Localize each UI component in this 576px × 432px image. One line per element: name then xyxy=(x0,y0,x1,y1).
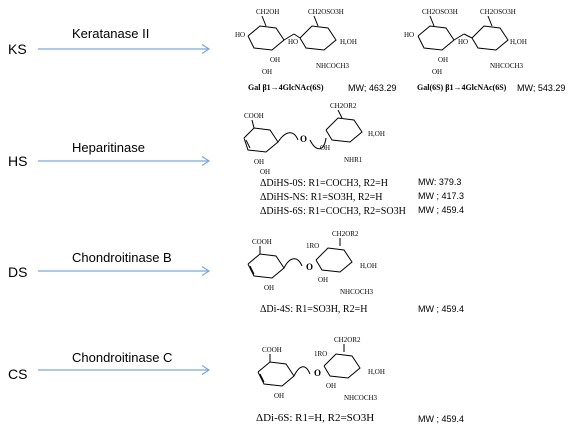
gag-label-ks: KS xyxy=(8,41,27,57)
hs-label-cooh: COOH xyxy=(244,112,264,120)
hs-label-oh2: OH xyxy=(320,144,330,152)
hs-mw-0s: MW: 379.3 xyxy=(418,177,462,187)
ds-product-4s: ΔDi-4S: R1=SO3H, R2=H xyxy=(260,304,368,315)
ks-structure-1: CH2OH CH2OSO3H HO OH HO H,OH OH NHCOCH3 xyxy=(235,8,357,76)
ds-label-ch2: CH2OR2 xyxy=(332,230,359,238)
ks2-label-e: HO xyxy=(458,38,468,46)
ks-mw-1: MW; 463.29 xyxy=(348,83,397,93)
arrow-cs xyxy=(38,364,211,376)
enzyme-label-heparitinase: Heparitinase xyxy=(72,140,145,155)
cs-product-6s: ΔDi-6S: R1=H, R2=SO3H xyxy=(256,412,375,424)
ds-label-cooh: COOH xyxy=(252,238,272,246)
hs-mw-ns: MW ; 417.3 xyxy=(418,191,465,201)
gag-label-hs: HS xyxy=(8,153,28,169)
hs-product-ns: ΔDiHS-NS: R1=SO3H, R2=H xyxy=(260,192,383,203)
ds-label-nh: NHCOCH3 xyxy=(340,288,374,296)
ks-caption-1: Gal β1→4GlcNAc(6S) xyxy=(248,83,324,92)
hs-label-o: O xyxy=(300,134,307,144)
cs-label-ro: 1RO xyxy=(314,350,327,358)
ks-mw-2: MW; 543.29 xyxy=(517,83,566,93)
enzyme-label-keratanase: Keratanase II xyxy=(72,26,150,41)
cs-label-oh: OH xyxy=(274,392,284,400)
ks1-label-c: HO xyxy=(235,31,245,39)
ks1-label-a: CH2OH xyxy=(256,8,279,16)
enzyme-label-chondroitinase-b: Chondroitinase B xyxy=(72,250,172,265)
hs-label-hoh: H,OH xyxy=(368,130,385,138)
ks2-label-a: CH2OSO3H xyxy=(422,8,458,16)
ks-caption-2: Gal(6S) β1→4GlcNAc(6S) xyxy=(417,83,507,92)
ks2-label-b: CH2OSO3H xyxy=(480,8,516,16)
hs-label-nhr: NHR1 xyxy=(344,156,363,164)
arrow-ks xyxy=(38,43,211,55)
cs-label-oh2: OH xyxy=(326,382,336,390)
ks2-label-f: H,OH xyxy=(510,38,527,46)
ks1-label-g: OH xyxy=(262,68,272,76)
cs-label-ch2: CH2OR2 xyxy=(334,336,361,344)
cs-label-cooh: COOH xyxy=(262,346,282,354)
arrow-ds xyxy=(38,265,211,277)
ds-label-oh2: OH xyxy=(318,276,328,284)
hs-label-ch2: CH2OR2 xyxy=(330,102,357,110)
ds-label-ro: 1RO xyxy=(306,242,319,250)
ks1-label-h: NHCOCH3 xyxy=(316,62,350,70)
cs-mw-6s: MW ; 459.4 xyxy=(418,414,465,424)
ks-structure-2: CH2OSO3H CH2OSO3H HO OH HO H,OH OH NHCOC… xyxy=(404,8,527,76)
ks1-label-b: CH2OSO3H xyxy=(308,8,344,16)
hs-label-oh3: OH xyxy=(260,168,270,176)
ks1-label-d: OH xyxy=(270,56,280,64)
ks2-label-d: OH xyxy=(438,56,448,64)
hs-structure: COOH CH2OR2 OH O H,OH OH NHR1 OH xyxy=(243,102,385,176)
cs-label-o: O xyxy=(314,368,321,378)
ks2-label-g: OH xyxy=(432,68,442,76)
gag-label-cs: CS xyxy=(8,366,28,382)
ds-structure: COOH CH2OR2 1RO O H,OH OH OH NHCOCH3 xyxy=(247,230,377,296)
ks2-label-c: HO xyxy=(404,31,414,39)
ks1-label-f: H,OH xyxy=(340,38,357,46)
cs-label-hoh: H,OH xyxy=(368,368,385,376)
hs-product-6s: ΔDiHS-6S: R1=COCH3, R2=SO3H xyxy=(260,206,406,217)
ks2-label-h: NHCOCH3 xyxy=(490,62,524,70)
cs-label-nh: NHCOCH3 xyxy=(344,394,378,402)
ds-mw-4s: MW ; 459.4 xyxy=(418,304,465,314)
ds-label-hoh: H,OH xyxy=(360,262,377,270)
ds-label-o: O xyxy=(306,262,313,272)
hs-product-0s: ΔDiHS-0S: R1=COCH3, R2=H xyxy=(260,178,389,189)
enzyme-label-chondroitinase-c: Chondroitinase C xyxy=(72,350,173,365)
ds-label-oh: OH xyxy=(264,284,274,292)
arrow-hs xyxy=(38,155,211,167)
ks1-label-e: HO xyxy=(288,38,298,46)
hs-mw-6s: MW ; 459.4 xyxy=(418,205,465,215)
gag-label-ds: DS xyxy=(8,264,28,280)
hs-label-oh1: OH xyxy=(254,158,264,166)
cs-structure: COOH CH2OR2 1RO O H,OH OH OH NHCOCH3 xyxy=(257,336,385,402)
